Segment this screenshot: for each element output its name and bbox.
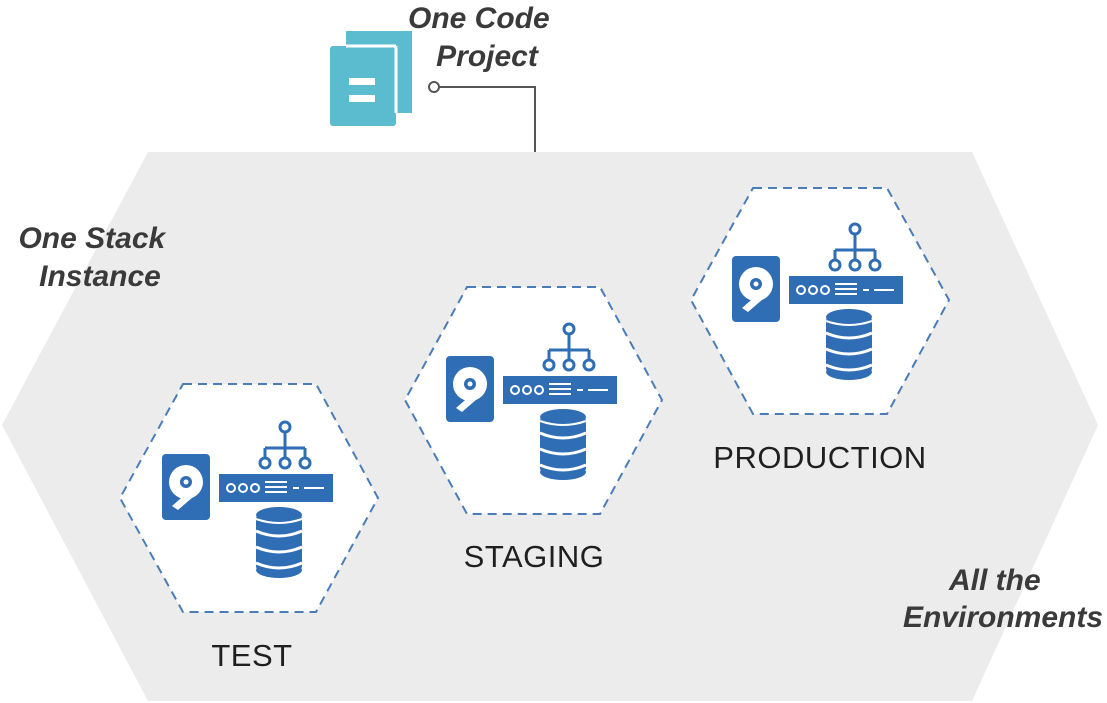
project-label-line2: Project [436,40,540,73]
project-connector [428,81,536,152]
environment-label: TEST [211,638,292,673]
environment-label: STAGING [464,539,605,574]
environments-caption: All the Environments [903,564,1103,634]
environments-caption-line1: All the [948,564,1041,597]
environment-staging: STAGING [403,286,664,574]
project-label-line1: One Code [408,2,550,35]
environments-caption-line2: Environments [903,601,1103,634]
stack-label-line2: Instance [39,260,161,293]
environment-production: PRODUCTION [689,187,951,475]
stack-label-line1: One Stack [18,222,166,255]
stack-label: One Stack Instance [18,222,173,293]
environment-test: TEST [118,383,380,673]
copy-documents-icon [330,31,412,126]
project-label: One Code Project [408,2,558,73]
environment-label: PRODUCTION [713,440,926,475]
